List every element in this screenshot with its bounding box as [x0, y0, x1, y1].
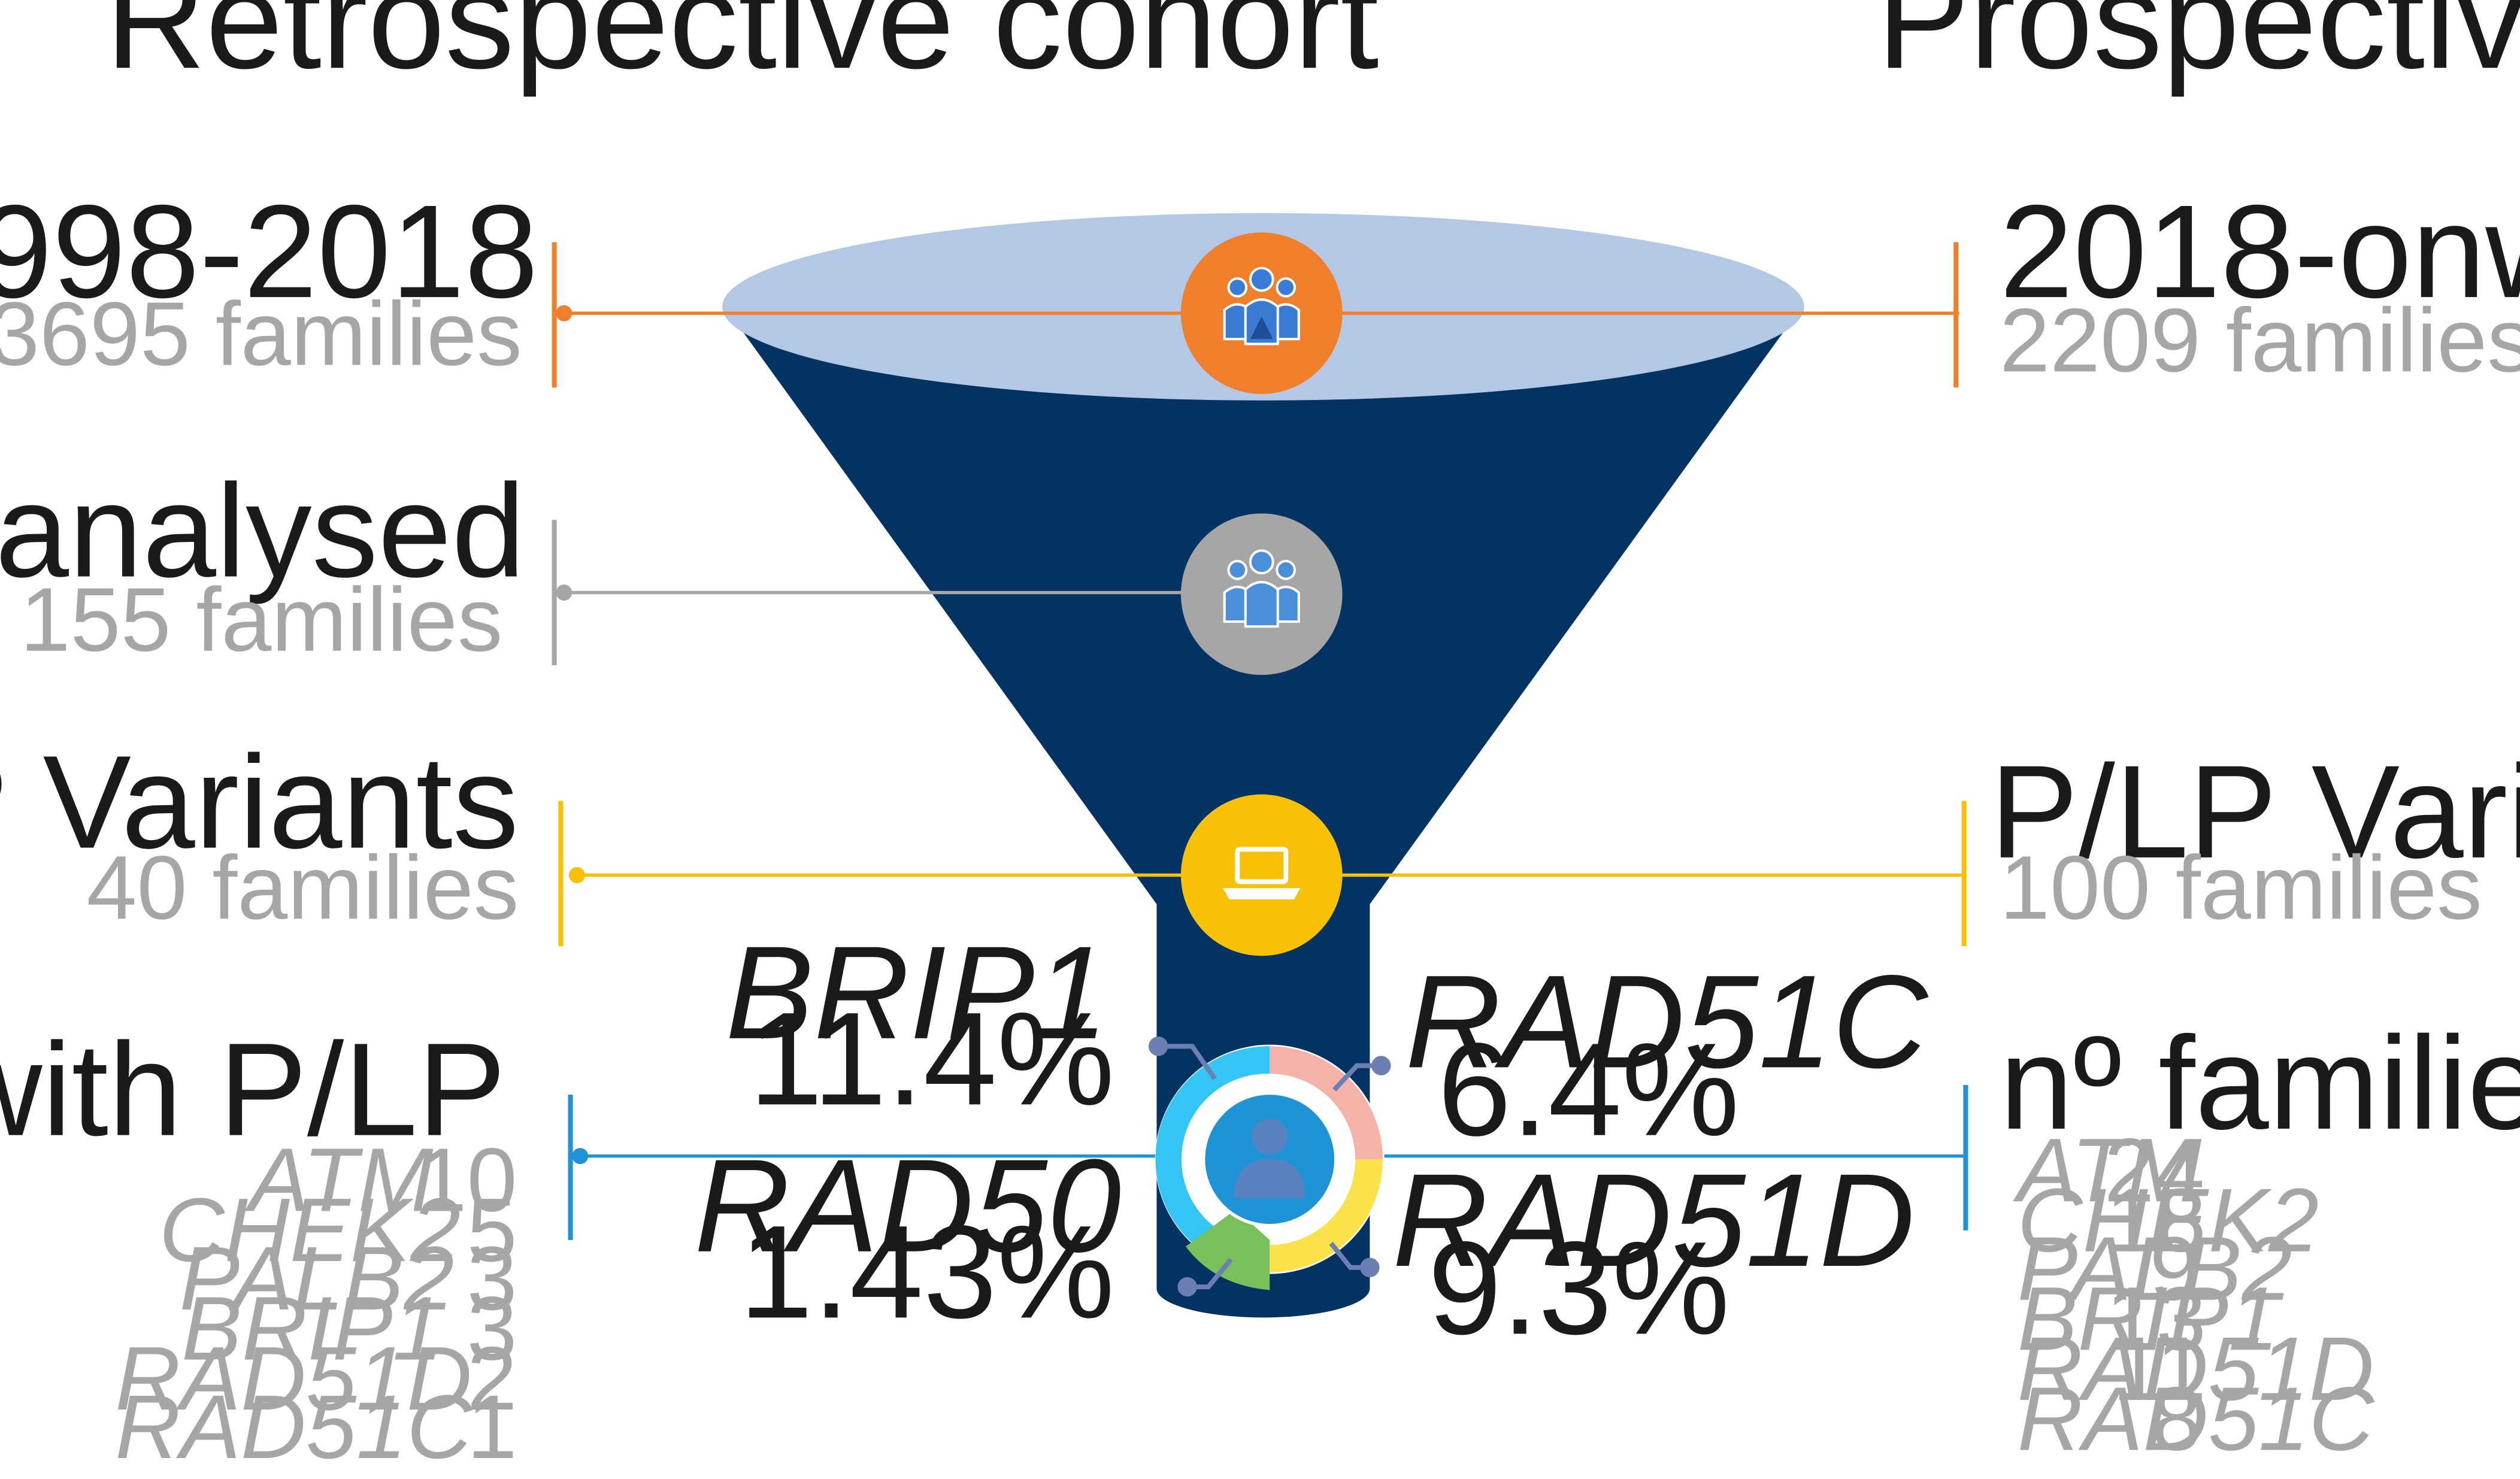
gene-count: 3 [467, 1277, 517, 1378]
gene-donut: BRIP1 11.4% RAD51C 6.4% RAD51D 9.3% RAD5… [694, 919, 1928, 1362]
connector-dot [556, 305, 573, 322]
donut-label-pct: 11.4% [749, 984, 1115, 1132]
stage-variants-right-title: P/LP Variants [1990, 738, 2520, 886]
gene-name: RAD51D [2018, 1318, 2374, 1419]
gene-count: 5 [467, 1179, 517, 1280]
gene-name: CHEK2 [159, 1179, 461, 1280]
gene-name: PALB2 [180, 1228, 455, 1329]
gene-name: RAD51D [115, 1328, 472, 1429]
people-icon [1180, 232, 1343, 394]
gene-count: 1 [467, 1376, 517, 1477]
gene-name: ATM [244, 1129, 434, 1230]
stage-cohort-left-sub: 3695 families [0, 283, 522, 384]
stage-reanalysis-left-sub: 155 families [20, 569, 503, 670]
retrospective-header: Retrospective cohort [105, 0, 1379, 98]
connector-dot [568, 867, 585, 883]
stage-genes-left-title: nº families with P/LP [0, 1016, 506, 1163]
person-icon [1234, 1119, 1306, 1198]
gene-count: 24 [2104, 1119, 2204, 1220]
donut-segment-rad50 [1185, 1209, 1270, 1290]
stage-cohort-right-sub: 2209 families [2000, 289, 2520, 390]
donut-label-gene: RAD50 [694, 1132, 1121, 1280]
retrospective-gene-table: ATM 10 CHEK2 5 PALB2 3 BRIP1 3 RAD51D 2 … [115, 1129, 517, 1477]
gene-count: 11 [2112, 1318, 2206, 1419]
people-icon [1180, 513, 1343, 675]
donut-segment-brip1 [1155, 1046, 1270, 1268]
stage-cohort-left-title: 1998-2018 [0, 177, 538, 325]
gene-name: PALB2 [2018, 1218, 2292, 1319]
stage-cohort-right-title: 2018-onwards [2000, 177, 2520, 325]
gene-count: 9 [2149, 1218, 2200, 1319]
donut-label-pct: 9.3% [1428, 1214, 1730, 1362]
stage-variants-right-sub: 100 families [2000, 837, 2482, 938]
connector-dot [556, 584, 573, 601]
donut-center [1201, 1091, 1338, 1228]
gene-name: ATM [2013, 1119, 2202, 1220]
prospective-gene-table: ATM 24 CHEK2 18 PALB2 9 BRIP1 13 RAD51D … [2013, 1119, 2375, 1469]
stage-variants-left-sub: 40 families [87, 837, 519, 938]
gene-count: 8 [2151, 1368, 2201, 1469]
donut-label-gene: RAD51C [1406, 947, 1929, 1095]
stage-reanalysis-left-title: Re-analysed [0, 457, 525, 605]
gene-name: RAD51C [115, 1376, 472, 1477]
gene-count: 10 [417, 1129, 517, 1230]
donut-label-gene: RAD51D [1392, 1146, 1915, 1294]
gene-name: CHEK2 [2018, 1169, 2319, 1271]
gene-name: BRIP1 [2018, 1268, 2279, 1369]
donut-segment-rad51d [1270, 1159, 1383, 1272]
stage-variants: P/LP Variants 40 families P/LP Variants … [0, 728, 2520, 956]
gene-count: 13 [2106, 1268, 2206, 1369]
donut-label-gene: BRIP1 [725, 919, 1108, 1066]
donut-label-pct: 1.43% [739, 1198, 1114, 1345]
connector-dot [572, 1148, 589, 1165]
gene-name: BRIP1 [181, 1277, 443, 1378]
laptop-icon [1180, 794, 1343, 956]
gene-count: 2 [467, 1328, 517, 1429]
donut-segment-rad51c [1270, 1046, 1383, 1160]
stage-genes: nº families with P/LP nº families with P… [0, 1009, 2520, 1477]
donut-label-pct: 6.4% [1438, 1016, 1740, 1163]
gene-count: 18 [2106, 1169, 2206, 1271]
stage-variants-left-title: P/LP Variants [0, 728, 519, 876]
gene-name: RAD51C [2018, 1368, 2375, 1469]
prospective-header: Prospective cohort [1877, 0, 2520, 98]
stage-cohort: 1998-2018 3695 families 2018-onwards 220… [0, 177, 2520, 394]
gene-count: 3 [467, 1228, 517, 1329]
donut-callouts [1148, 1036, 1391, 1297]
stage-genes-right-title: nº families with P/LP [2000, 1009, 2520, 1157]
stage-reanalysis: Re-analysed 155 families [0, 457, 1343, 675]
